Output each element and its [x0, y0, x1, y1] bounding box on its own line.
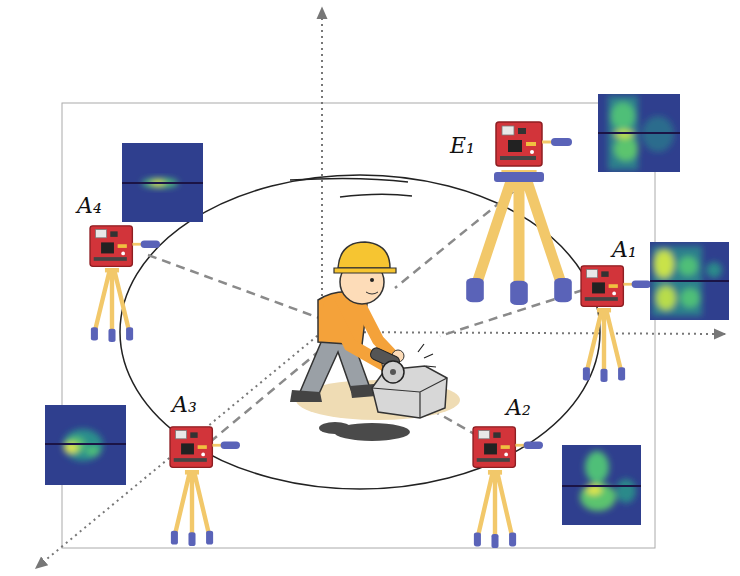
device-label: A₃: [172, 393, 197, 417]
spectrograms: [45, 94, 729, 525]
axes: [36, 8, 725, 568]
worker-illustration: [290, 242, 460, 441]
frame: [62, 103, 655, 548]
sensor-devices: [90, 122, 651, 548]
device-label: A₂: [506, 396, 531, 420]
device-label: E₁: [450, 134, 475, 158]
sensing-ellipse: [120, 175, 600, 489]
device-label: A₁: [612, 238, 637, 262]
device-label: A₄: [77, 194, 102, 218]
